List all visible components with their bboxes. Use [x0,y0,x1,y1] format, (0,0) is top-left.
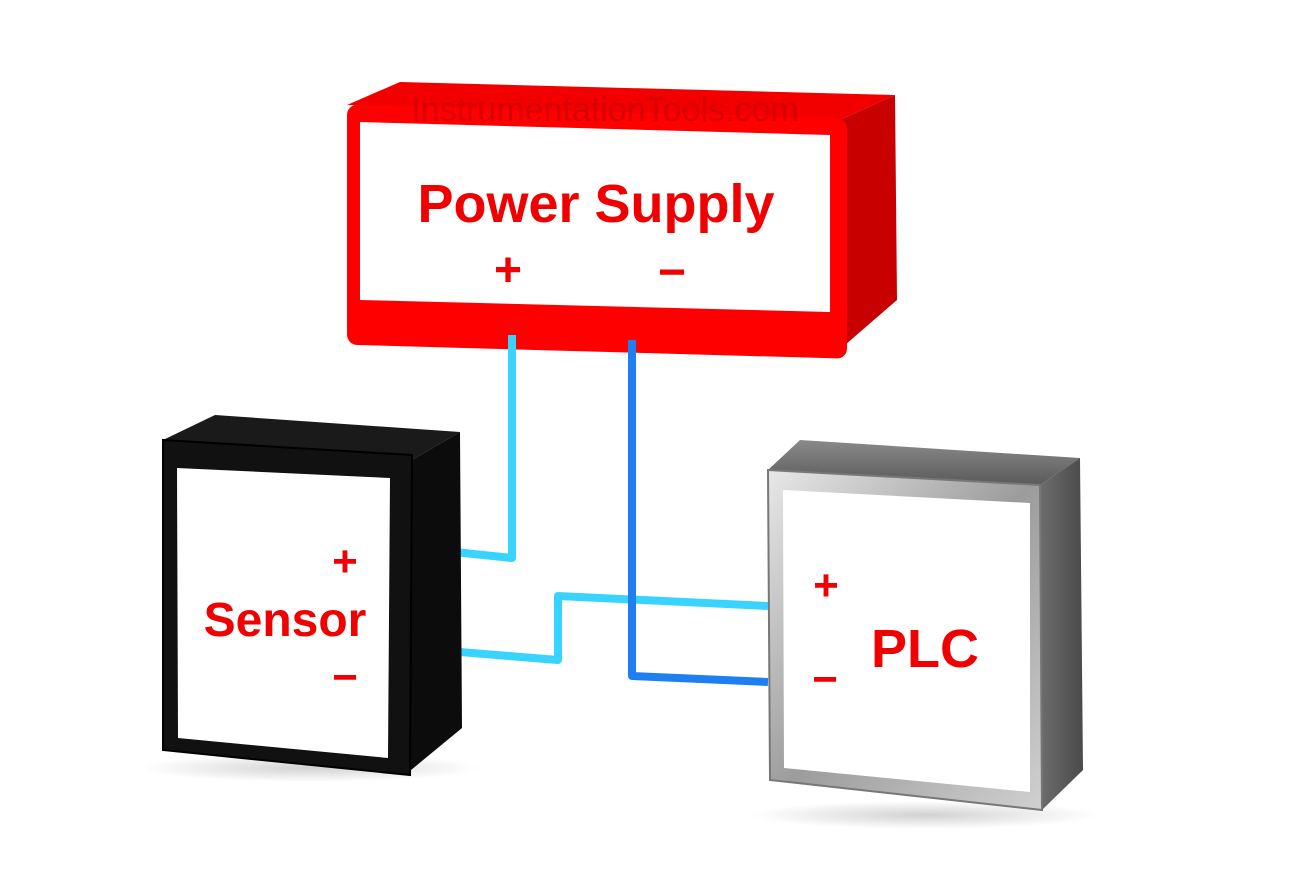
sensor-title: Sensor [204,594,367,647]
wire-sensor-minus-to-plc-plus [434,592,769,664]
power-supply-plus-terminal: + [494,244,522,297]
power-supply-top-face [347,82,895,122]
plc-label-panel [783,490,1030,792]
wire-power-minus-to-plc-minus [628,340,769,686]
sensor-top-face [163,415,460,460]
plc-plus-terminal: + [813,561,839,610]
power-supply-label-panel [360,122,830,312]
plc-minus-terminal: − [812,655,838,704]
plc-side-face [1040,458,1083,810]
power-supply-minus-terminal: − [658,246,686,299]
power-supply-title: Power Supply [417,174,774,234]
sensor-side-face [405,432,462,775]
plc-title: PLC [871,619,979,679]
watermark: InstrumentationTools.com [411,91,798,129]
power-supply-box: InstrumentationTools.com Power Supply + … [347,82,897,359]
power-supply-side-face [835,95,897,345]
sensor-minus-terminal: − [332,653,358,702]
sensor-plus-terminal: + [332,537,358,586]
plc-shadow [750,801,1100,829]
sensor-label-panel [177,468,390,758]
plc-box: + PLC − [766,440,1083,812]
sensor-box: + Sensor − [162,415,462,777]
